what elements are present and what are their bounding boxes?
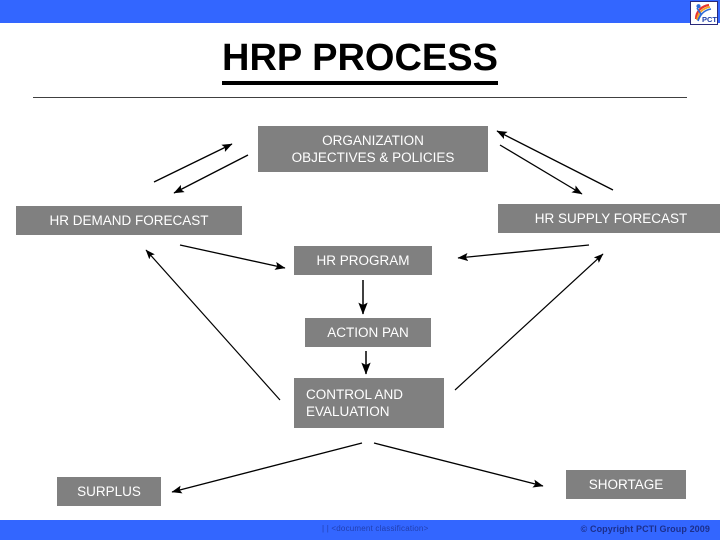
edge-control-to-demand: [145, 249, 281, 401]
edge-demand-to-organization: [153, 143, 233, 183]
edge-organization-to-demand: [173, 154, 249, 194]
footer-copyright: © Copyright PCTI Group 2009: [580, 524, 710, 534]
pcti-logo: PCTI: [690, 1, 718, 25]
node-hr-demand-forecast[interactable]: HR DEMAND FORECAST: [16, 206, 242, 235]
edge-demand-to-program: [179, 244, 286, 270]
edge-control-to-supply: [454, 253, 604, 391]
node-organization[interactable]: ORGANIZATION OBJECTIVES & POLICIES: [258, 126, 488, 172]
bottom-footer: | | <document classification> © Copyrigh…: [0, 518, 720, 540]
edge-control-to-shortage: [373, 442, 544, 488]
node-control-and-evaluation[interactable]: CONTROL AND EVALUATION: [294, 378, 444, 428]
node-surplus[interactable]: SURPLUS: [57, 477, 161, 506]
edge-supply-to-program: [457, 244, 590, 262]
node-shortage[interactable]: SHORTAGE: [566, 470, 686, 499]
top-banner: PCTI: [0, 0, 720, 25]
node-hr-supply-forecast[interactable]: HR SUPPLY FORECAST: [498, 204, 720, 233]
edge-control-to-surplus: [171, 442, 363, 494]
edge-supply-to-organization: [496, 130, 614, 191]
edge-organization-to-supply: [499, 144, 583, 195]
svg-text:PCTI: PCTI: [702, 15, 717, 24]
page-title: HRP PROCESS: [0, 36, 720, 85]
node-hr-program[interactable]: HR PROGRAM: [294, 246, 432, 275]
pcti-logo-icon: PCTI: [694, 3, 717, 24]
footer-classification: | | <document classification>: [322, 524, 429, 533]
page-title-text: HRP PROCESS: [222, 37, 498, 85]
node-action-plan[interactable]: ACTION PAN: [305, 318, 431, 347]
title-divider: [33, 97, 687, 98]
